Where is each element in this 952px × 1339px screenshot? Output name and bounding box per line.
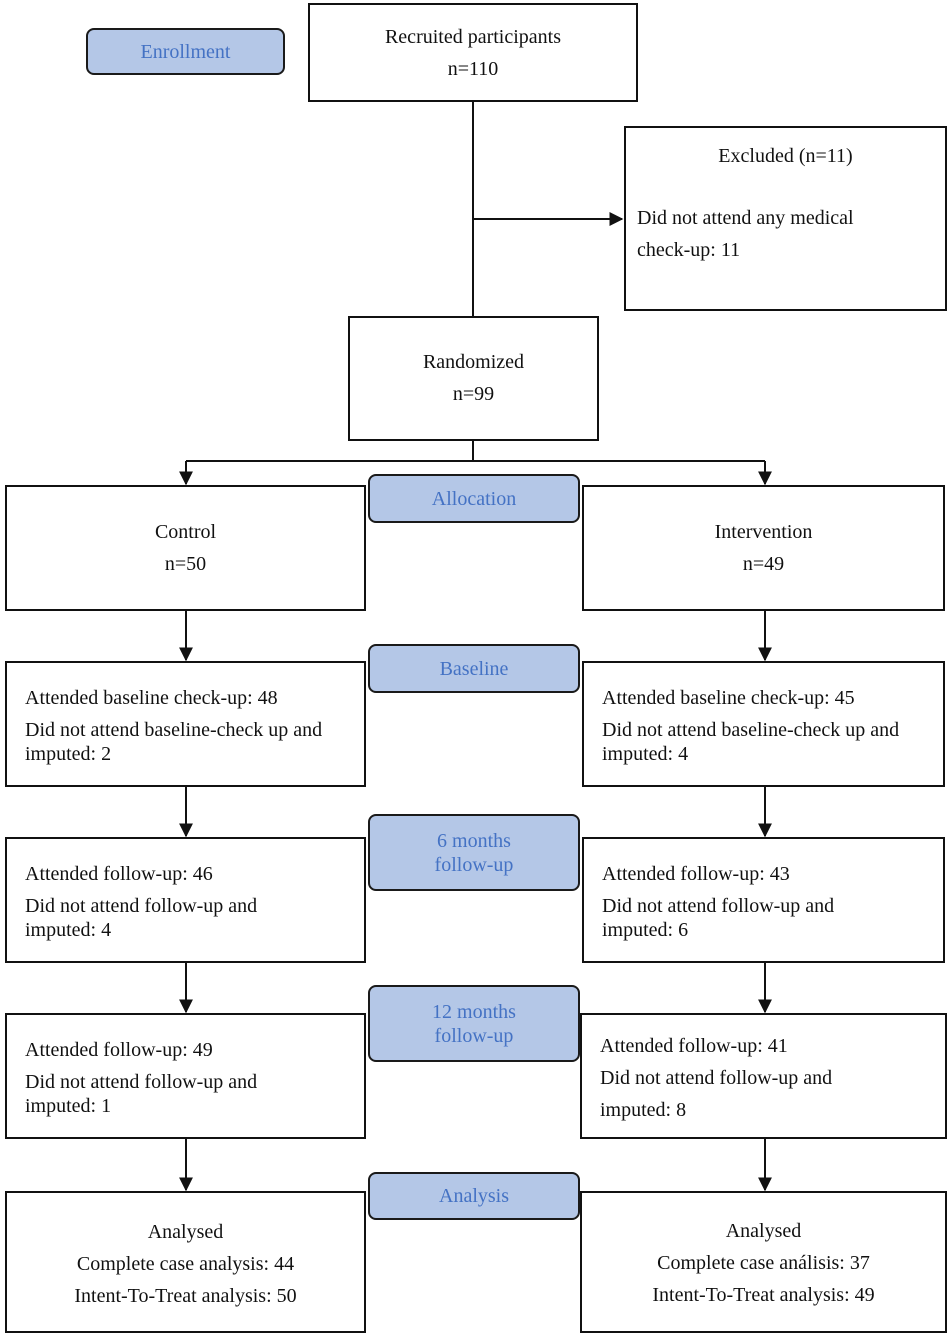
control-12m-imputed: imputed: 1 <box>25 1095 112 1117</box>
intervention-12m-missed: Did not attend follow-up and <box>600 1067 833 1089</box>
stage-12-months-label-line2: follow-up <box>434 1024 514 1047</box>
intervention-12m-box: Attended follow-up: 41 Did not attend fo… <box>580 1013 947 1139</box>
excluded-reason-line2: check-up: 11 <box>637 239 741 261</box>
control-baseline-imputed: imputed: 2 <box>25 743 112 765</box>
intervention-6m-attended: Attended follow-up: 43 <box>602 863 790 885</box>
stage-baseline-label: Baseline <box>439 657 509 680</box>
randomized-title: Randomized <box>422 351 525 373</box>
control-6m-imputed: imputed: 4 <box>25 919 112 941</box>
control-count: n=50 <box>164 553 207 575</box>
recruited-count: n=110 <box>447 58 499 80</box>
control-baseline-box: Attended baseline check-up: 48 Did not a… <box>5 661 366 787</box>
stage-analysis: Analysis <box>368 1172 580 1220</box>
intervention-12m-imputed: imputed: 8 <box>600 1099 687 1121</box>
intervention-6m-imputed: imputed: 6 <box>602 919 689 941</box>
intervention-complete-case: Complete case análisis: 37 <box>657 1252 870 1274</box>
intervention-baseline-imputed: imputed: 4 <box>602 743 689 765</box>
excluded-reason-line1: Did not attend any medical <box>637 207 854 229</box>
recruited-title: Recruited participants <box>384 26 562 48</box>
control-12m-missed: Did not attend follow-up and <box>25 1071 258 1093</box>
stage-enrollment-label: Enrollment <box>140 40 231 63</box>
control-6m-box: Attended follow-up: 46 Did not attend fo… <box>5 837 366 963</box>
stage-12-months-label-line1: 12 months <box>432 1000 516 1023</box>
intervention-baseline-attended: Attended baseline check-up: 45 <box>602 687 855 709</box>
recruited-box: Recruited participants n=110 <box>308 3 638 102</box>
intervention-baseline-missed: Did not attend baseline-check up and <box>602 719 900 741</box>
randomized-box: Randomized n=99 <box>348 316 599 441</box>
control-12m-attended: Attended follow-up: 49 <box>25 1039 213 1061</box>
intervention-baseline-box: Attended baseline check-up: 45 Did not a… <box>582 661 945 787</box>
control-complete-case: Complete case analysis: 44 <box>76 1253 295 1275</box>
excluded-title: Excluded (n=11) <box>718 145 853 167</box>
intervention-count: n=49 <box>742 553 785 575</box>
control-group-box: Control n=50 <box>5 485 366 611</box>
intervention-6m-box: Attended follow-up: 43 Did not attend fo… <box>582 837 945 963</box>
control-6m-missed: Did not attend follow-up and <box>25 895 258 917</box>
stage-6-months-label-line1: 6 months <box>437 829 511 852</box>
intervention-12m-attended: Attended follow-up: 41 <box>600 1035 788 1057</box>
control-baseline-attended: Attended baseline check-up: 48 <box>25 687 278 709</box>
stage-allocation: Allocation <box>368 474 580 523</box>
intervention-intent-to-treat: Intent-To-Treat analysis: 49 <box>652 1284 875 1306</box>
control-analysed-title: Analysed <box>147 1221 224 1243</box>
stage-analysis-label: Analysis <box>439 1185 509 1207</box>
stage-enrollment: Enrollment <box>86 28 285 75</box>
intervention-title: Intervention <box>714 521 813 543</box>
stage-12-months: 12 months follow-up <box>368 985 580 1062</box>
control-baseline-missed: Did not attend baseline-check up and <box>25 719 323 741</box>
excluded-box: Excluded (n=11) Did not attend any medic… <box>624 126 947 311</box>
intervention-group-box: Intervention n=49 <box>582 485 945 611</box>
stage-6-months: 6 months follow-up <box>368 814 580 891</box>
stage-6-months-label-line2: follow-up <box>434 853 514 876</box>
intervention-analysed-title: Analysed <box>725 1220 802 1242</box>
control-analysis-box: Analysed Complete case analysis: 44 Inte… <box>5 1191 366 1333</box>
intervention-analysis-box: Analysed Complete case análisis: 37 Inte… <box>580 1191 947 1333</box>
stage-baseline: Baseline <box>368 644 580 693</box>
stage-allocation-label: Allocation <box>431 487 517 510</box>
control-6m-attended: Attended follow-up: 46 <box>25 863 213 885</box>
control-intent-to-treat: Intent-To-Treat analysis: 50 <box>74 1285 297 1307</box>
control-12m-box: Attended follow-up: 49 Did not attend fo… <box>5 1013 366 1139</box>
control-title: Control <box>154 521 217 543</box>
intervention-6m-missed: Did not attend follow-up and <box>602 895 835 917</box>
randomized-count: n=99 <box>452 383 495 405</box>
